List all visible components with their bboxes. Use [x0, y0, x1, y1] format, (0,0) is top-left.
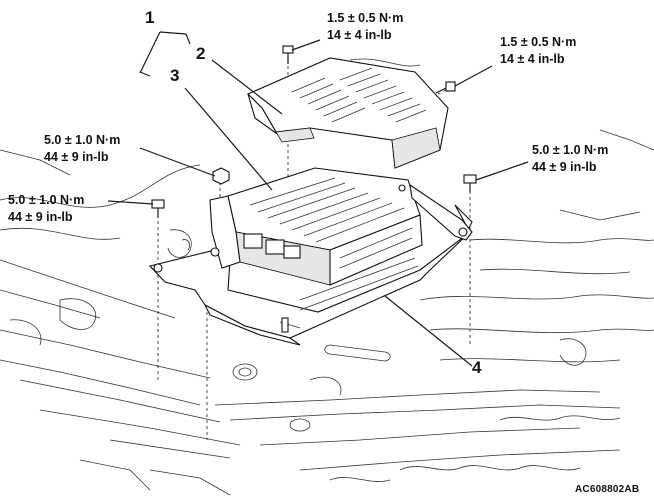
bolt-icon	[151, 199, 165, 218]
bracket-part-4	[148, 183, 473, 346]
torque-inlb: 44 ± 9 in-lb	[8, 210, 73, 224]
callout-1: 1	[145, 8, 155, 27]
callout-3: 3	[170, 66, 180, 85]
bolt-icon	[282, 45, 294, 64]
callout-2: 2	[196, 44, 206, 63]
torque-inlb: 14 ± 4 in-lb	[327, 28, 392, 42]
leader-lines	[107, 31, 529, 367]
torque-nm: 5.0 ± 1.0 N·m	[532, 143, 609, 157]
torque-spec-cover-top: 1.5 ± 0.5 N·m 14 ± 4 in-lb	[327, 10, 403, 44]
torque-inlb: 44 ± 9 in-lb	[44, 150, 109, 164]
torque-inlb: 14 ± 4 in-lb	[500, 52, 565, 66]
torque-nm: 5.0 ± 1.0 N·m	[44, 133, 121, 147]
torque-nm: 1.5 ± 0.5 N·m	[500, 35, 577, 49]
torque-inlb: 44 ± 9 in-lb	[532, 160, 597, 174]
fasteners	[151, 45, 477, 333]
torque-nm: 1.5 ± 0.5 N·m	[327, 11, 404, 25]
torque-spec-bolt-left: 5.0 ± 1.0 N·m 44 ± 9 in-lb	[8, 192, 84, 226]
nut-icon	[212, 167, 230, 185]
bolt-icon	[463, 174, 477, 192]
callout-4: 4	[472, 358, 482, 377]
torque-nm: 5.0 ± 1.0 N·m	[8, 193, 85, 207]
vehicle-floor-structure	[0, 58, 654, 496]
torque-spec-nut-upper-left: 5.0 ± 1.0 N·m 44 ± 9 in-lb	[44, 132, 120, 166]
torque-spec-bolt-right: 5.0 ± 1.0 N·m 44 ± 9 in-lb	[532, 142, 608, 176]
bolt-icon	[435, 81, 456, 94]
upper-cover-part-2	[247, 57, 449, 169]
torque-spec-cover-right: 1.5 ± 0.5 N·m 14 ± 4 in-lb	[500, 34, 576, 68]
control-unit-part-3	[227, 167, 423, 286]
figure-id: AC608802AB	[575, 484, 640, 495]
